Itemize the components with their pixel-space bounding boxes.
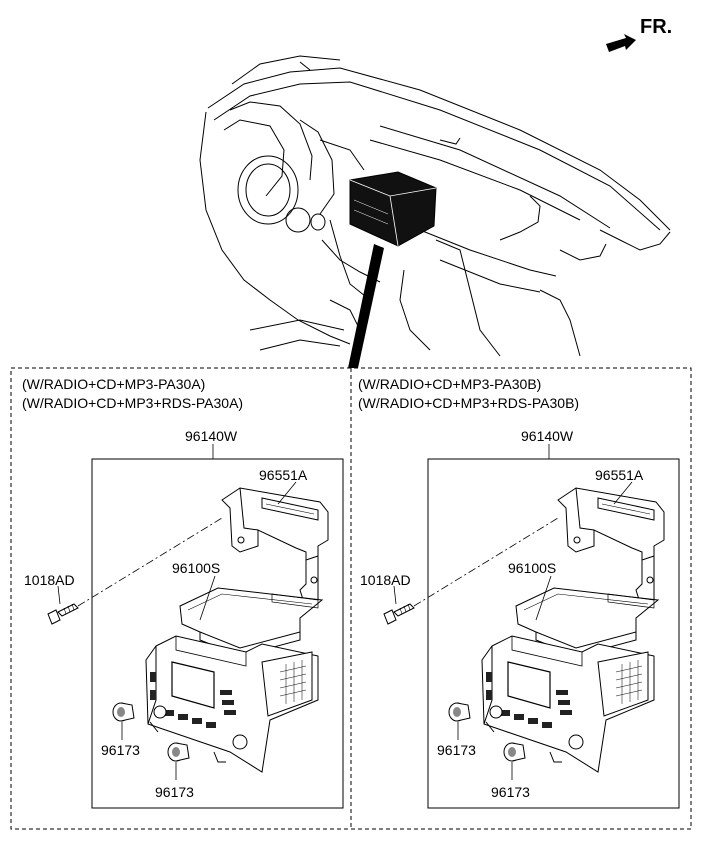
chassis-code: 96100S bbox=[508, 560, 557, 576]
screw-code: 1018AD bbox=[360, 572, 411, 588]
knob-code: 96173 bbox=[155, 784, 194, 800]
bracket-code: 96551A bbox=[595, 467, 644, 483]
callout-wedge bbox=[348, 244, 384, 368]
assembly-code: 96140W bbox=[521, 428, 574, 444]
spec-line-2: (W/RADIO+CD+MP3+RDS-PA30B) bbox=[358, 395, 580, 411]
screw-code: 1018AD bbox=[24, 572, 75, 588]
bracket-code: 96551A bbox=[259, 467, 308, 483]
spec-line-2: (W/RADIO+CD+MP3+RDS-PA30A) bbox=[22, 395, 244, 411]
knob-code: 96173 bbox=[437, 742, 476, 758]
radio-in-dash bbox=[349, 171, 437, 247]
spec-line-1: (W/RADIO+CD+MP3-PA30B) bbox=[358, 376, 542, 392]
spec-line-1: (W/RADIO+CD+MP3-PA30A) bbox=[22, 376, 206, 392]
front-arrow-icon bbox=[606, 34, 636, 52]
knob-code: 96173 bbox=[101, 742, 140, 758]
assembly-code: 96140W bbox=[185, 428, 238, 444]
dashboard-illustration bbox=[199, 55, 671, 357]
knob-code: 96173 bbox=[491, 784, 530, 800]
chassis-code: 96100S bbox=[172, 560, 221, 576]
front-direction-label: FR. bbox=[640, 16, 673, 38]
